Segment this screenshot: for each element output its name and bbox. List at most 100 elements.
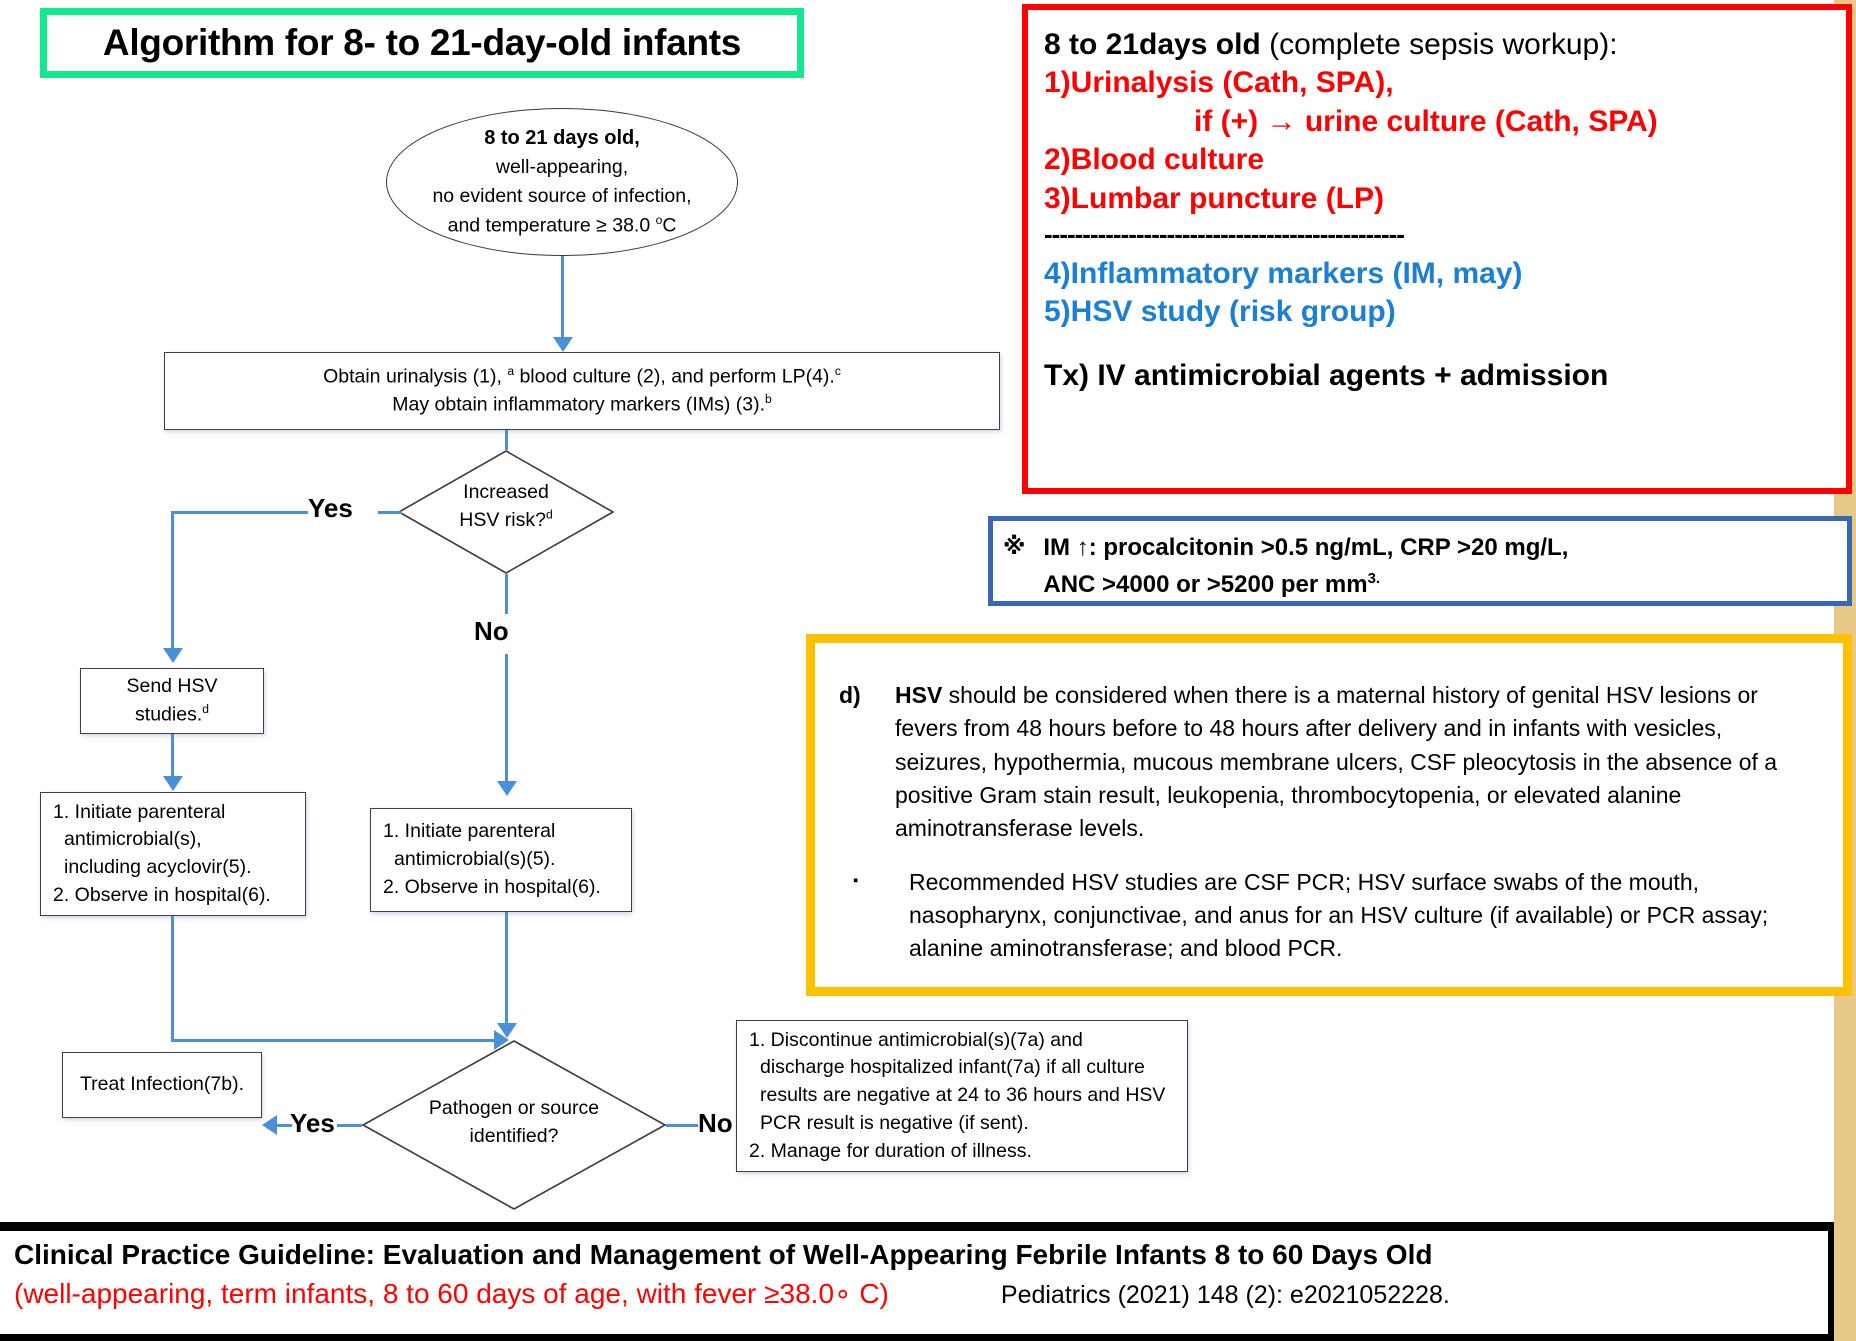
right-tx-line-2: antimicrobial(s)(5). <box>394 848 556 871</box>
inflammatory-markers-panel: ※ IM ↑: procalcitonin >0.5 ng/mL, CRP >2… <box>988 516 1852 606</box>
discont-line-3: results are negative at 24 to 36 hours a… <box>760 1084 1166 1107</box>
obtain-sup-a: a <box>507 363 515 378</box>
hsv-footnote-bullet: ▪ Recommended HSV studies are CSF PCR; H… <box>839 866 1817 966</box>
obtain-line-2: May obtain inflammatory markers (IMs) (3… <box>392 391 771 419</box>
footer-subtitle: (well-appearing, term infants, 8 to 60 d… <box>14 1278 889 1309</box>
label-yes-hsv: Yes <box>308 493 353 523</box>
oval-line-4-sup: o <box>655 213 663 228</box>
im-panel-text: IM ↑: procalcitonin >0.5 ng/mL, CRP >20 … <box>1043 529 1568 603</box>
hsv-studies-line-2-text: studies. <box>135 703 203 726</box>
hsv-studies-line-1: Send HSV <box>126 675 218 698</box>
workup-heading-rest: (complete sepsis workup): <box>1260 28 1618 61</box>
im-line-2: ANC >4000 or >5200 per mm <box>1043 571 1368 599</box>
right-tx-line-3: 2. Observe in hospital(6). <box>383 875 601 898</box>
hsv-footnote-d-text: should be considered when there is a mat… <box>895 682 1778 842</box>
hsv-risk-decision-diamond: Increased HSV risk?d <box>398 450 614 574</box>
footer-citation: Pediatrics (2021) 148 (2): e2021052228. <box>1000 1281 1450 1309</box>
left-tx-line-4: 2. Observe in hospital(6). <box>53 883 271 906</box>
hsv-footnote-d: d) HSV should be considered when there i… <box>839 679 1817 846</box>
workup-item-5: 5)HSV study (risk group) <box>1044 294 1396 328</box>
im-line-1: IM ↑: procalcitonin >0.5 ng/mL, CRP >20 … <box>1043 534 1569 561</box>
treat-infection-box: Treat Infection(7b). <box>62 1052 262 1118</box>
workup-heading-bold: 8 to 21days old <box>1044 28 1261 61</box>
footer-citation-bar: Clinical Practice Guideline: Evaluation … <box>0 1222 1834 1341</box>
workup-item-2: 2)Blood culture <box>1044 143 1265 177</box>
hsv-footnote-panel: d) HSV should be considered when there i… <box>806 634 1852 996</box>
hsv-diamond-line-1: Increased <box>463 481 549 503</box>
connector-lefttx-right <box>171 1039 495 1042</box>
hsv-footnote-d-marker: d) <box>839 682 861 708</box>
pathogen-decision-diamond: Pathogen or source identified? <box>362 1040 666 1210</box>
connector-pathogen-no-a <box>666 1124 698 1127</box>
label-no-pathogen: No <box>698 1108 733 1138</box>
discont-line-1: 1. Discontinue antimicrobial(s)(7a) and <box>749 1028 1083 1051</box>
label-yes-pathogen: Yes <box>288 1108 337 1139</box>
connector-oval-to-obtain <box>561 256 564 338</box>
pathogen-diamond-line-2: identified? <box>469 1125 559 1148</box>
connector-righttx-down <box>505 912 508 1024</box>
workup-heading: 8 to 21days old (complete sepsis workup)… <box>1044 26 1832 64</box>
obtain-line-1: Obtain urinalysis (1), a blood culture (… <box>323 363 841 391</box>
oval-line-1: 8 to 21 days old, <box>484 126 640 149</box>
obtain-workup-box: Obtain urinalysis (1), a blood culture (… <box>164 352 1000 430</box>
obtain-line-2-text: May obtain inflammatory markers (IMs) (3… <box>392 393 766 416</box>
workup-divider: ----------------------------------------… <box>1044 218 1405 249</box>
reference-mark-icon: ※ <box>1003 533 1026 559</box>
connector-obtain-to-hsv-diamond <box>505 430 508 450</box>
hsv-studies-line-2: studies.d <box>135 701 209 729</box>
hsv-footnote-d-body: HSV should be considered when there is a… <box>895 679 1817 846</box>
obtain-sup-c: c <box>834 363 841 378</box>
connector-pathogen-yes-b <box>272 1124 292 1127</box>
left-tx-line-2: antimicrobial(s), <box>64 828 202 851</box>
im-line-2-sup: 3. <box>1367 571 1380 588</box>
discont-line-4: PCR result is negative (if sent). <box>760 1111 1029 1134</box>
pathogen-diamond-line-1: Pathogen or source <box>428 1097 600 1119</box>
diamond-shape-icon <box>362 1040 666 1210</box>
arrow-to-treat-infection <box>262 1115 277 1135</box>
arrow-to-hsv-studies <box>163 648 183 663</box>
left-tx-line-1: 1. Initiate parenteral <box>53 800 226 823</box>
obtain-line-1a: Obtain urinalysis (1), <box>323 365 508 388</box>
connector-hsv-yes-down <box>171 511 174 649</box>
obtain-line-1b: blood culture (2), and perform LP(4). <box>514 365 835 388</box>
diamond-shape-icon <box>398 450 614 574</box>
connector-hsv-no-b <box>505 654 508 782</box>
arrow-righttx-to-pathogen <box>497 1023 517 1038</box>
connector-lefttx-down <box>171 916 174 1042</box>
hsv-diamond-sup-d: d <box>545 507 553 522</box>
arrow-oval-to-obtain <box>553 337 573 352</box>
oval-line-4-post: C <box>662 214 677 237</box>
hsv-diamond-label: Increased HSV risk?d <box>398 478 614 535</box>
hsv-diamond-line-2-text: HSV risk? <box>459 509 546 532</box>
send-hsv-studies-box: Send HSV studies.d <box>80 668 264 734</box>
hsv-footnote-bullet-text: Recommended HSV studies are CSF PCR; HSV… <box>909 868 1769 962</box>
arrow-to-left-tx <box>163 776 183 791</box>
workup-item-1b: if (+) → urine culture (Cath, SPA) <box>1194 104 1658 138</box>
start-node-oval: 8 to 21 days old, well-appearing, no evi… <box>386 108 738 256</box>
connector-hsv-no-a <box>505 574 508 614</box>
right-tx-line-1: 1. Initiate parenteral <box>383 820 556 843</box>
hsv-diamond-line-2: HSV risk?d <box>398 506 614 534</box>
connector-hsv-yes-b <box>172 511 308 514</box>
workup-spacer <box>1044 331 1832 357</box>
discont-line-2: discharge hospitalized infant(7a) if all… <box>760 1056 1145 1079</box>
treat-infection-text: Treat Infection(7b). <box>79 1073 245 1096</box>
workup-item-1: 1)Urinalysis (Cath, SPA), <box>1044 66 1394 100</box>
pathogen-diamond-label: Pathogen or source identified? <box>362 1094 666 1151</box>
connector-hsv-yes-a <box>378 511 402 514</box>
right-treatment-box: 1. Initiate parenteral antimicrobial(s)(… <box>370 808 632 912</box>
obtain-sup-b: b <box>765 392 772 406</box>
page-title-text: Algorithm for 8- to 21-day-old infants <box>102 22 742 63</box>
workup-item-4: 4)Inflammatory markers (IM, may) <box>1044 256 1523 290</box>
oval-line-4-pre: and temperature ≥ 38.0 <box>447 214 656 237</box>
hsv-studies-sup-d: d <box>202 701 209 716</box>
workup-treatment: Tx) IV antimicrobial agents + admission <box>1044 359 1609 393</box>
sepsis-workup-panel: 8 to 21days old (complete sepsis workup)… <box>1022 4 1852 494</box>
hsv-footnote-d-bold: HSV <box>895 682 943 708</box>
connector-hsvstudies-to-lefttx <box>171 734 174 777</box>
workup-item-3: 3)Lumbar puncture (LP) <box>1044 181 1385 215</box>
label-no-hsv: No <box>474 616 509 646</box>
footer-second-row: (well-appearing, term infants, 8 to 60 d… <box>14 1277 1828 1310</box>
oval-line-3: no evident source of infection, <box>432 185 692 208</box>
oval-line-2: well-appearing, <box>495 155 629 178</box>
